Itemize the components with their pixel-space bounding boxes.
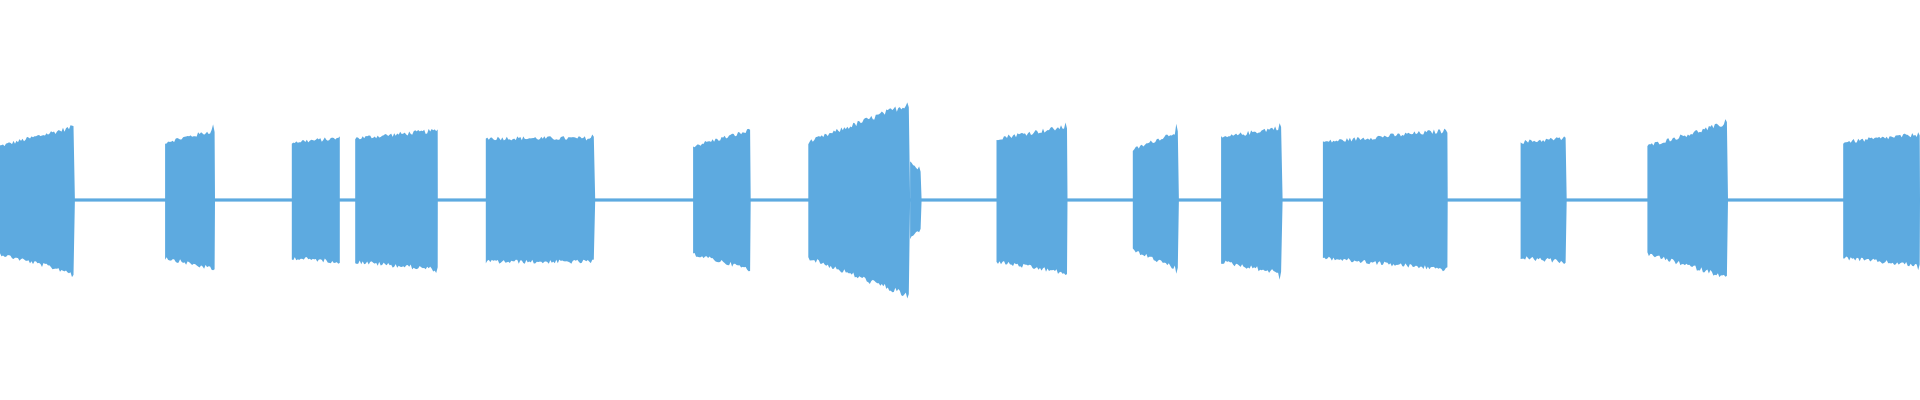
silence-baseline (0, 198, 1920, 202)
waveform-segment (910, 161, 922, 240)
waveform-segment (165, 124, 215, 271)
waveform-segment (355, 128, 438, 273)
waveform-segment (693, 128, 751, 272)
waveform-segment (1221, 123, 1283, 280)
waveform-segment (808, 102, 911, 299)
waveform-segment (1322, 128, 1448, 272)
waveform-segment (1520, 136, 1567, 264)
waveform-segment (485, 134, 596, 264)
waveform-segment (996, 122, 1068, 275)
waveform-segment (1132, 123, 1179, 274)
waveform-segment (1843, 132, 1920, 271)
waveform-segment (291, 136, 340, 264)
waveform-segment (1647, 119, 1728, 278)
waveform-segment (0, 125, 75, 278)
